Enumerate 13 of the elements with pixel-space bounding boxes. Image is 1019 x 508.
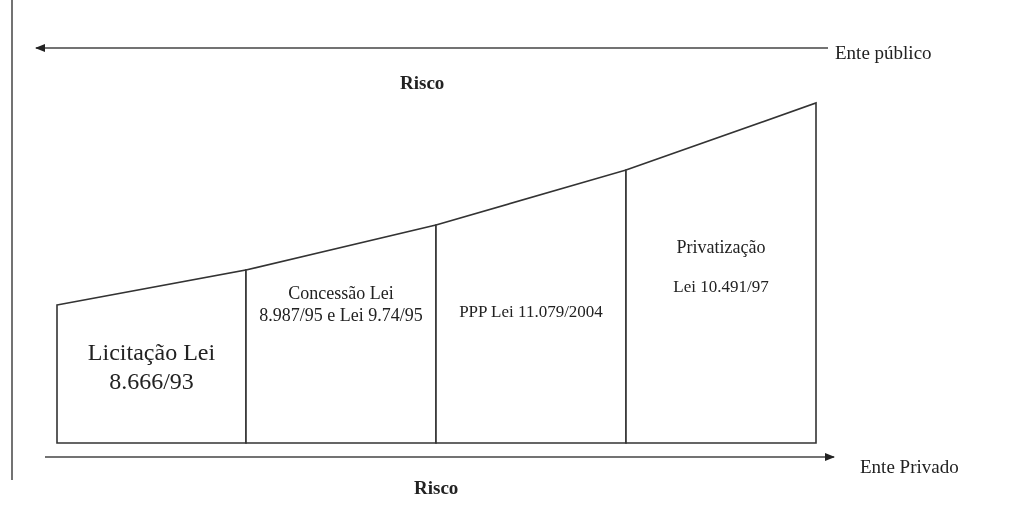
column-text: Concessão Lei 8.987/95 e Lei 9.74/95 — [258, 283, 424, 327]
column-panel — [436, 170, 626, 443]
column-text: Privatização — [675, 237, 767, 259]
column-text: PPP Lei 11.079/2004 — [458, 302, 604, 323]
column-panel — [246, 225, 436, 443]
axis-label: Ente Privado — [860, 456, 959, 478]
column-text: Licitação Lei 8.666/93 — [86, 338, 217, 396]
column-panel — [626, 103, 816, 443]
axis-label: Ente público — [835, 42, 932, 64]
risk-label: Risco — [400, 72, 445, 94]
risk-label: Risco — [414, 477, 459, 499]
column-panel — [57, 270, 246, 443]
column-text: Lei 10.491/97 — [672, 277, 770, 298]
